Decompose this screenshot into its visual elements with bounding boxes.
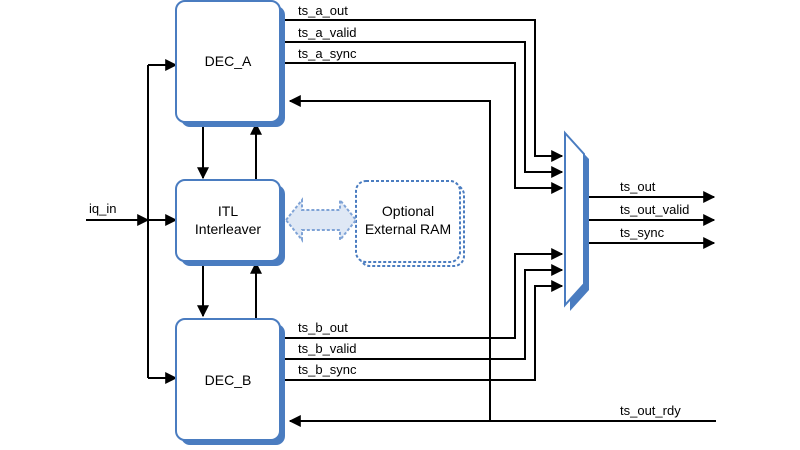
ts-out-rdy-label: ts_out_rdy bbox=[620, 403, 681, 418]
ts-b-out-label: ts_b_out bbox=[298, 320, 348, 335]
ts-b-valid-wire bbox=[280, 264, 564, 360]
itl-label: ITL bbox=[218, 203, 238, 219]
dec-b-label: DEC_B bbox=[205, 372, 252, 388]
itl-block: ITL Interleaver bbox=[175, 179, 285, 266]
itl-label-line2: Interleaver bbox=[195, 221, 261, 237]
ts-a-sync-label: ts_a_sync bbox=[298, 46, 357, 61]
ts-a-sync-wire bbox=[280, 62, 564, 194]
dec-b-block: DEC_B bbox=[175, 318, 285, 445]
external-ram-block: Optional External RAM bbox=[355, 180, 465, 267]
dec-a-block: DEC_A bbox=[175, 0, 285, 127]
ram-label: Optional bbox=[382, 203, 434, 219]
output-mux bbox=[564, 130, 589, 311]
ts-a-valid-wire bbox=[280, 41, 564, 178]
ts-out-rdy-vertical bbox=[288, 95, 491, 421]
ts-b-valid-label: ts_b_valid bbox=[298, 341, 357, 356]
iq-in-label: iq_in bbox=[89, 201, 116, 216]
ts-a-valid-label: ts_a_valid bbox=[298, 25, 357, 40]
ts-b-sync-label: ts_b_sync bbox=[298, 362, 357, 377]
ts-out-valid-label: ts_out_valid bbox=[620, 202, 689, 217]
ts-a-out-label: ts_a_out bbox=[298, 3, 348, 18]
ram-label-line2: External RAM bbox=[365, 221, 451, 237]
ts-out-label: ts_out bbox=[620, 179, 656, 194]
ts-a-out-wire bbox=[280, 19, 564, 162]
ts-sync-label: ts_sync bbox=[620, 225, 665, 240]
ts-b-sync-wire bbox=[280, 280, 564, 381]
itl-ram-double-arrow bbox=[284, 197, 358, 243]
dec-a-label: DEC_A bbox=[205, 53, 252, 69]
ts-b-out-wire bbox=[280, 248, 564, 339]
